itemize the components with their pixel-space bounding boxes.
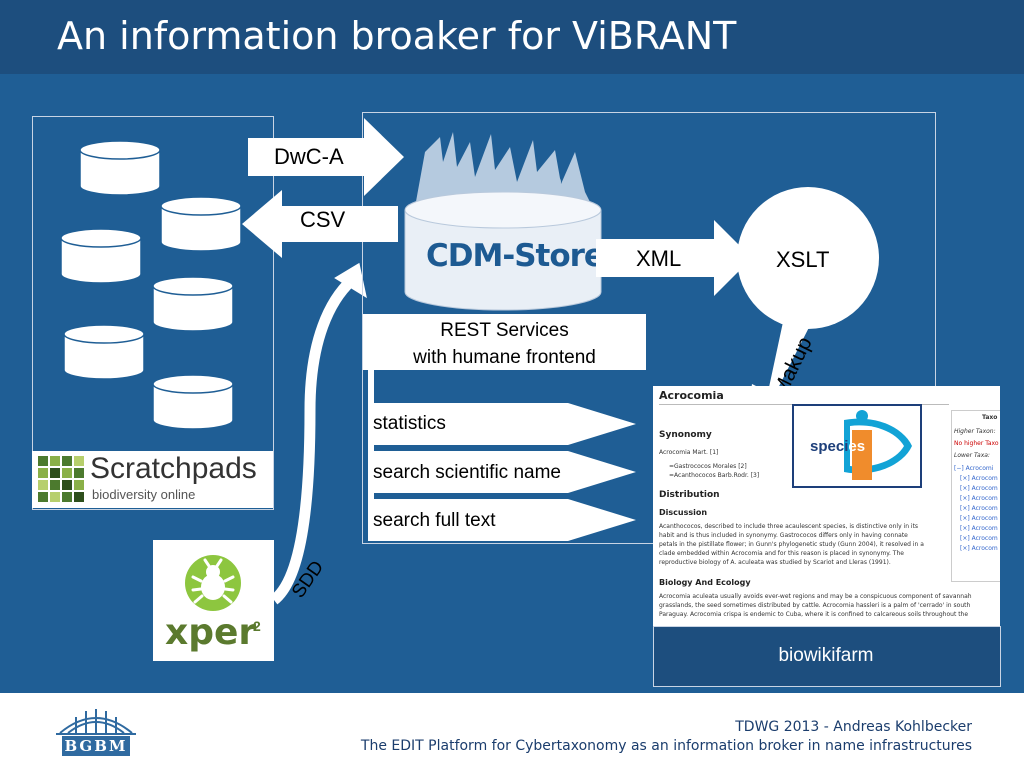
scratchpads-name: Scratchpads xyxy=(90,452,257,485)
footer: BGBM TDWG 2013 - Andreas Kohlbecker The … xyxy=(0,693,1024,768)
service-statistics[interactable]: statistics xyxy=(373,413,446,434)
dwca-arrow xyxy=(248,118,404,196)
scratchpads-panel xyxy=(32,116,274,510)
biology-heading: Biology And Ecology xyxy=(659,578,751,587)
species-text-part1: speci xyxy=(810,438,849,455)
biology-line: Paraguay. Acrocomia crispa is endemic to… xyxy=(659,611,969,618)
rest-services-label: REST Services with humane frontend xyxy=(363,317,646,371)
xml-label: XML xyxy=(636,246,682,271)
synonymy-line: Acrocomia Mart. [1] xyxy=(659,449,719,456)
discussion-line: clade embedded within Acrocomia and for … xyxy=(659,550,904,557)
taxo-higher: Higher Taxon: xyxy=(954,428,996,435)
synonymy-line: =Acanthococos Barb.Rodr. [3] xyxy=(669,472,760,479)
scratchpads-mosaic-icon xyxy=(38,456,84,502)
scratchpads-logo: Scratchpads biodiversity online xyxy=(32,451,273,508)
database-icon xyxy=(60,228,142,284)
footer-line-1: TDWG 2013 - Andreas Kohlbecker xyxy=(735,719,972,735)
bgbm-logo-text: BGBM xyxy=(64,737,128,755)
bug-icon xyxy=(185,555,241,611)
synonymy-line: =Gastrococos Morales [2] xyxy=(669,463,747,470)
sdd-arrow xyxy=(270,262,367,605)
biology-line: Acrocomia aculeata usually avoids ever-w… xyxy=(659,593,972,600)
taxo-item[interactable]: [×] Acrocom xyxy=(960,485,998,492)
species-id-icon xyxy=(844,410,912,480)
cdm-store-icon xyxy=(404,132,602,311)
taxo-lower: Lower Taxa: xyxy=(954,452,990,459)
dwca-label: DwC-A xyxy=(274,144,344,169)
synonymy-heading: Synonomy xyxy=(659,430,712,440)
biology-line: grasslands, the seed sometimes distribut… xyxy=(659,602,971,609)
rest-services-box xyxy=(363,314,646,370)
service-search-full-text[interactable]: search full text xyxy=(373,510,496,531)
discussion-line: reproductive biology of A. aculeata was … xyxy=(659,559,891,566)
rest-line-1: REST Services xyxy=(440,320,569,341)
taxo-item[interactable]: [−] Acrocomi xyxy=(954,465,994,472)
rest-line-2: with humane frontend xyxy=(413,347,596,368)
taxo-item[interactable]: [×] Acrocom xyxy=(960,515,998,522)
bgbm-logo xyxy=(56,709,136,756)
taxo-item[interactable]: [×] Acrocom xyxy=(960,475,998,482)
distribution-heading: Distribution xyxy=(659,490,720,500)
cdm-panel xyxy=(362,112,936,544)
biowikifarm-label: biowikifarm xyxy=(778,645,874,666)
taxo-item[interactable]: [×] Acrocom xyxy=(960,495,998,502)
xper-name: xper xyxy=(165,612,257,653)
taxo-item[interactable]: [×] Acrocom xyxy=(960,505,998,512)
species-text-part2: es xyxy=(848,438,866,455)
wiki-page-title: Acrocomia xyxy=(659,389,724,402)
csv-label: CSV xyxy=(300,207,346,232)
species-logo: species xyxy=(792,404,922,488)
service-search-scientific-name[interactable]: search scientific name xyxy=(373,462,561,483)
taxonomy-box: Taxo Higher Taxon: No higher Taxo Lower … xyxy=(951,410,1000,582)
footer-line-2: The EDIT Platform for Cybertaxonomy as a… xyxy=(360,738,972,754)
biowikifarm-box xyxy=(653,626,1001,687)
scratchpads-tagline: biodiversity online xyxy=(92,487,196,502)
taxo-none: No higher Taxo xyxy=(954,440,999,447)
discussion-line: petals in the pistillate flower; in Gunn… xyxy=(659,541,924,548)
database-icon xyxy=(160,196,242,252)
database-icon xyxy=(63,324,145,380)
database-icon xyxy=(152,374,234,430)
taxo-title: Taxo xyxy=(982,414,998,421)
database-cylinders xyxy=(60,140,242,430)
cdm-store-label: CDM-Store xyxy=(426,238,605,274)
xml-arrow xyxy=(596,220,752,296)
database-icon xyxy=(152,276,234,332)
search-scientific-name-arrow[interactable] xyxy=(368,451,638,493)
xper-superscript: 2 xyxy=(253,618,261,634)
xper-logo: xper 2 xyxy=(153,540,274,661)
taxo-item[interactable]: [×] Acrocom xyxy=(960,535,998,542)
search-full-text-arrow[interactable] xyxy=(368,499,638,541)
discussion-line: Acanthococos, described to include three… xyxy=(659,523,919,530)
xslt-label: XSLT xyxy=(776,247,830,272)
csv-arrow xyxy=(242,190,398,258)
title-bar: An information broaker for ViBRANT xyxy=(0,0,1024,74)
statistics-arrow[interactable] xyxy=(368,403,638,445)
discussion-heading: Discussion xyxy=(659,508,708,517)
discussion-line: habit and is thus included in synonymy. … xyxy=(659,532,908,539)
taxo-item[interactable]: [×] Acrocom xyxy=(960,545,998,552)
taxo-item[interactable]: [×] Acrocom xyxy=(960,525,998,532)
slide-title: An information broaker for ViBRANT xyxy=(57,14,737,58)
species-text: species xyxy=(810,438,865,455)
database-icon xyxy=(79,140,161,196)
